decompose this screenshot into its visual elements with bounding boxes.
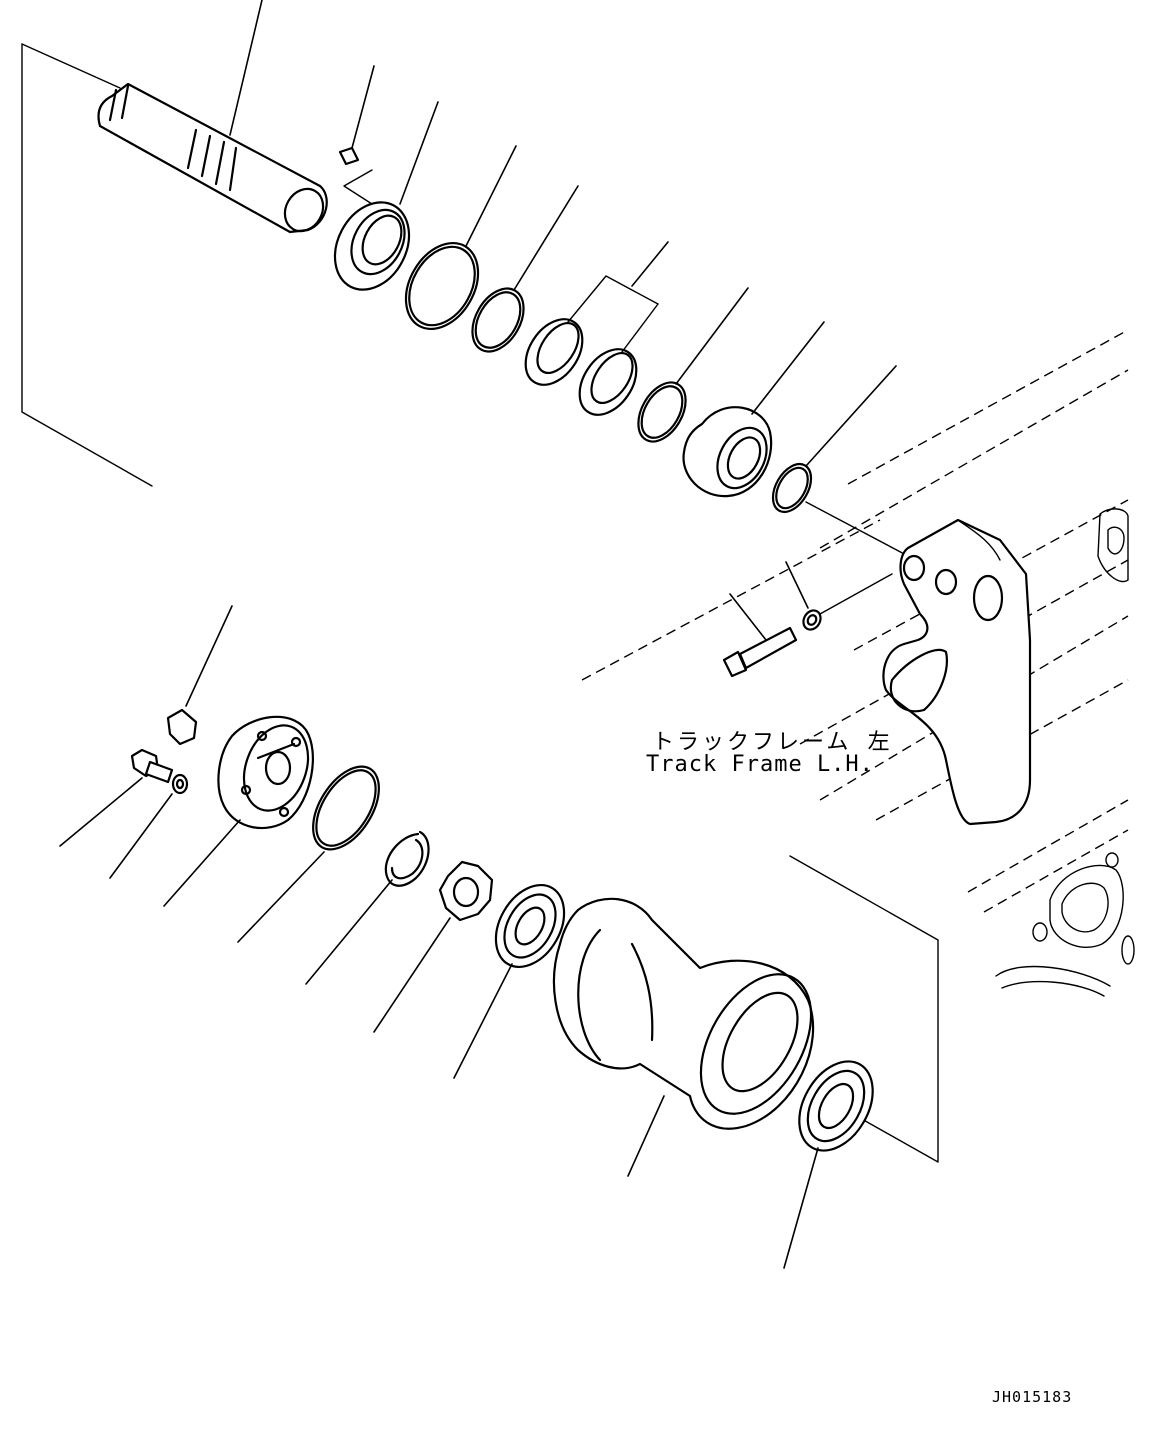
shaft — [97, 0, 328, 234]
frame-bolt — [722, 593, 798, 678]
plug — [166, 605, 233, 746]
bearing-outer — [783, 1060, 874, 1269]
seal-housing — [682, 321, 825, 498]
frame-label-english: Track Frame L.H. — [646, 752, 874, 777]
o-ring-small — [637, 287, 749, 443]
collar — [333, 101, 439, 291]
o-ring-medium — [471, 185, 579, 353]
frame-label-japanese: トラックフレーム 左 — [652, 730, 893, 755]
drawing-code: JH015183 — [992, 1388, 1073, 1406]
o-ring-tiny — [771, 365, 909, 557]
cover-bolt — [59, 748, 174, 847]
bearing-inner — [453, 883, 566, 1079]
o-ring-large — [404, 145, 517, 331]
cover-washer — [109, 773, 189, 879]
snap-ring — [305, 830, 430, 985]
floating-seal-pair — [524, 241, 669, 416]
end-cover — [163, 715, 314, 907]
cover-o-ring — [237, 765, 380, 943]
upper-group-bracket — [21, 43, 153, 487]
pin — [338, 65, 375, 205]
track-roller — [552, 897, 815, 1177]
lock-nut — [373, 860, 494, 1033]
lower-group-bracket — [789, 855, 939, 1163]
track-frame — [581, 329, 1135, 997]
frame-washer — [785, 561, 893, 631]
